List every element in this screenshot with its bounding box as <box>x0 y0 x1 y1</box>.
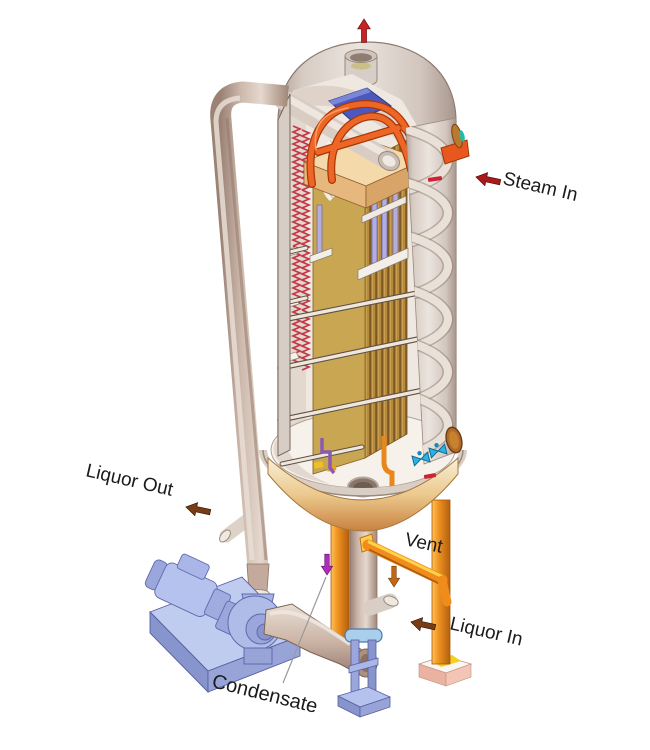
pack-foot <box>313 461 324 469</box>
steam-port-mark <box>427 176 443 182</box>
drain-valves <box>411 442 448 467</box>
pump <box>144 553 301 694</box>
condensate-pipe-internal <box>320 438 336 475</box>
recirculation-pipe <box>210 81 289 599</box>
gasket <box>459 130 465 142</box>
valve-icon <box>428 442 448 459</box>
pipe-clamp <box>344 628 383 643</box>
liquor-in-stub <box>362 593 399 616</box>
support-beams <box>277 245 427 467</box>
vapor-duct <box>274 90 401 172</box>
vent-pipe <box>359 533 452 607</box>
tube-rail <box>309 247 333 264</box>
condensate-leader-line <box>282 576 327 684</box>
pipe-stand <box>336 639 392 718</box>
dish-shading <box>273 430 330 484</box>
vent-pipe-internal <box>381 436 395 488</box>
steam-nozzle <box>440 123 470 165</box>
shell-cut-edge <box>277 93 291 457</box>
tube-rail <box>361 195 407 224</box>
tube-rail <box>357 247 409 281</box>
sample-valve-mark <box>423 473 437 479</box>
vapor-outlet-nozzle <box>344 49 378 87</box>
skirt-band <box>267 456 459 532</box>
valve-icon <box>411 450 431 467</box>
